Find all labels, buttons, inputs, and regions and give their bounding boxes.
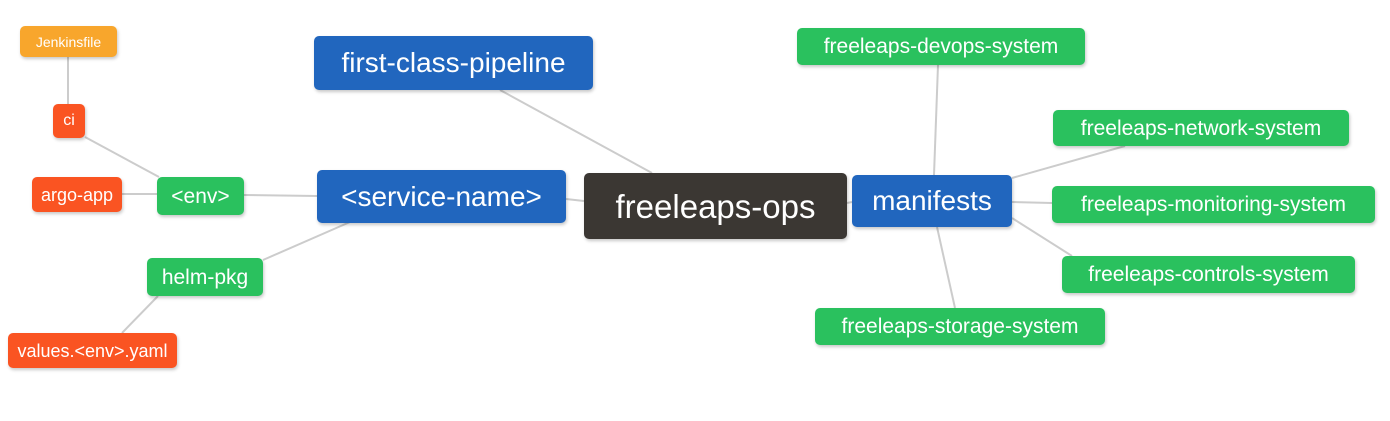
- edge-env-service-name: [243, 194, 318, 197]
- edge-manifests-freeleaps-devops-system: [933, 64, 939, 176]
- edge-manifests-freeleaps-network-system: [1011, 145, 1126, 179]
- edge-manifests-freeleaps-storage-system: [936, 226, 956, 309]
- node-env[interactable]: <env>: [157, 177, 244, 215]
- node-values-env-yaml[interactable]: values.<env>.yaml: [8, 333, 177, 368]
- node-argo-app[interactable]: argo-app: [32, 177, 122, 212]
- node-first-class-pipeline[interactable]: first-class-pipeline: [314, 36, 593, 90]
- edge-first-class-pipeline-freeleaps-ops: [499, 89, 653, 174]
- edge-manifests-freeleaps-controls-system: [1011, 217, 1073, 257]
- edge-values-env-yaml-helm-pkg: [121, 295, 159, 334]
- edge-helm-pkg-service-name: [262, 221, 351, 261]
- node-freeleaps-ops[interactable]: freeleaps-ops: [584, 173, 847, 239]
- edge-service-name-freeleaps-ops: [565, 198, 585, 202]
- node-service-name[interactable]: <service-name>: [317, 170, 566, 223]
- node-jenkinsfile[interactable]: Jenkinsfile: [20, 26, 117, 57]
- node-freeleaps-monitoring-system[interactable]: freeleaps-monitoring-system: [1052, 186, 1375, 223]
- edge-freeleaps-ops-manifests: [846, 201, 853, 204]
- node-helm-pkg[interactable]: helm-pkg: [147, 258, 263, 296]
- node-ci[interactable]: ci: [53, 104, 85, 138]
- node-freeleaps-controls-system[interactable]: freeleaps-controls-system: [1062, 256, 1355, 293]
- node-freeleaps-network-system[interactable]: freeleaps-network-system: [1053, 110, 1349, 146]
- edge-ci-env: [84, 136, 160, 178]
- node-freeleaps-storage-system[interactable]: freeleaps-storage-system: [815, 308, 1105, 345]
- node-manifests[interactable]: manifests: [852, 175, 1012, 227]
- edge-manifests-freeleaps-monitoring-system: [1011, 201, 1053, 204]
- node-freeleaps-devops-system[interactable]: freeleaps-devops-system: [797, 28, 1085, 65]
